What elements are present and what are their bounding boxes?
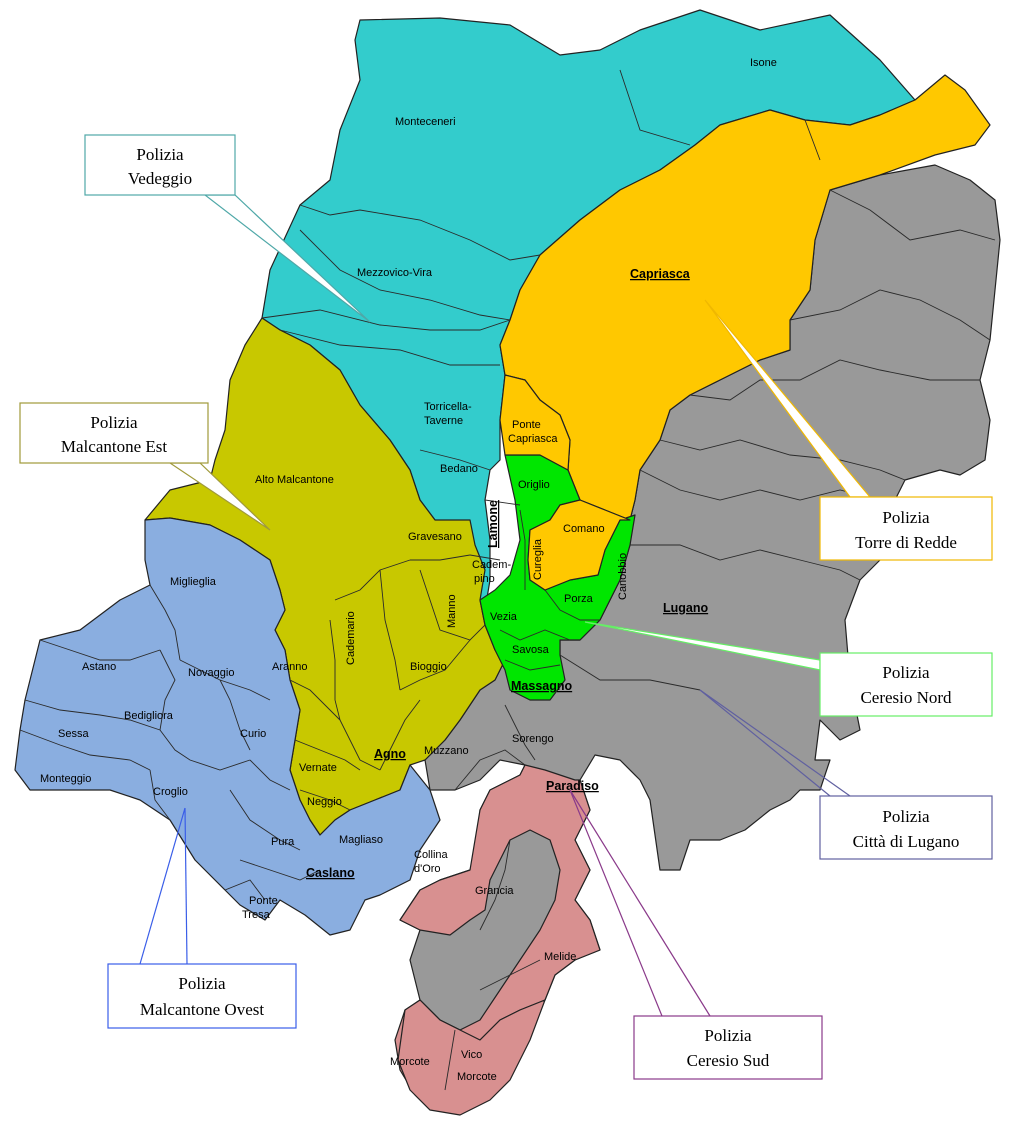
label-vico-1: Vico [461, 1049, 482, 1061]
callout-torre-line1: Polizia [882, 508, 930, 527]
callout-vedeggio-line1: Polizia [136, 145, 184, 164]
label-curio: Curio [240, 728, 266, 740]
label-vernate: Vernate [299, 762, 337, 774]
callout-lugano-line2: Città di Lugano [853, 832, 960, 851]
callout-ceresio-sud[interactable]: Polizia Ceresio Sud [569, 789, 823, 1080]
label-paradiso: Paradiso [546, 779, 599, 793]
label-gravesano: Gravesano [408, 531, 462, 543]
label-caslano: Caslano [306, 866, 355, 880]
label-origlio: Origlio [518, 479, 550, 491]
label-pura: Pura [271, 836, 295, 848]
callout-torre-di-redde[interactable]: Polizia Torre di Redde [704, 299, 993, 561]
label-aranno: Aranno [272, 661, 307, 673]
label-cademario: Cademario [345, 611, 357, 665]
callout-malcantone-ovest[interactable]: Polizia Malcantone Ovest [107, 807, 297, 1029]
callout-ceresio-sud-line2: Ceresio Sud [687, 1051, 770, 1070]
callout-torre-line2: Torre di Redde [855, 533, 957, 552]
label-melide: Melide [544, 951, 576, 963]
region-ceresio-sud-south[interactable] [397, 999, 546, 1116]
label-ponte-tresa-1: Ponte [249, 895, 278, 907]
label-torricella-2: Taverne [424, 415, 463, 427]
callout-vedeggio[interactable]: Polizia Vedeggio [84, 134, 371, 323]
label-capriasca: Capriasca [630, 267, 691, 281]
label-muzzano: Muzzano [424, 745, 469, 757]
callout-malcantone-est[interactable]: Polizia Malcantone Est [19, 402, 271, 531]
label-massagno: Massagno [511, 679, 572, 693]
label-ponte-tresa-2: Tresa [242, 909, 271, 921]
label-porza: Porza [564, 593, 594, 605]
label-manno: Manno [446, 594, 458, 628]
callout-ceresio-sud-line1: Polizia [704, 1026, 752, 1045]
region-torre-cureglia-comano[interactable] [527, 499, 631, 591]
label-isone: Isone [750, 57, 777, 69]
label-cadempino-2: pino [474, 573, 495, 585]
callout-malc-est-line2: Malcantone Est [61, 437, 167, 456]
callout-ceresio-nord-line1: Polizia [882, 663, 930, 682]
callout-ceresio-nord-line2: Ceresio Nord [860, 688, 952, 707]
label-ponte-capriasca-2: Capriasca [508, 433, 558, 445]
label-sorengo: Sorengo [512, 733, 554, 745]
region-torre-ponte-capriasca[interactable] [499, 374, 571, 471]
label-mezzovico-vira: Mezzovico-Vira [357, 267, 433, 279]
label-lugano: Lugano [663, 601, 708, 615]
label-bedano: Bedano [440, 463, 478, 475]
callout-citta-di-lugano[interactable]: Polizia Città di Lugano [699, 689, 993, 860]
label-monteceneri: Monteceneri [395, 116, 456, 128]
callout-malc-ovest-line2: Malcantone Ovest [140, 1000, 264, 1019]
label-collina-1: Collina [414, 849, 449, 861]
label-grancia: Grancia [475, 885, 514, 897]
region-torre-di-redde[interactable] [499, 74, 991, 521]
label-alto-malcantone: Alto Malcantone [255, 474, 334, 486]
label-monteggio: Monteggio [40, 773, 91, 785]
label-novaggio: Novaggio [188, 667, 234, 679]
label-torricella-1: Torricella- [424, 401, 472, 413]
label-cureglia: Cureglia [532, 538, 544, 580]
municipality-labels: Isone Monteceneri Mezzovico-Vira Caprias… [40, 57, 777, 1083]
label-collina-2: d'Oro [414, 863, 441, 875]
region-malcantone-ovest[interactable] [14, 517, 441, 936]
callout-lugano-line1: Polizia [882, 807, 930, 826]
label-ponte-capriasca-1: Ponte [512, 419, 541, 431]
label-lamone: Lamone [486, 500, 500, 548]
callout-malc-ovest-line1: Polizia [178, 974, 226, 993]
municipal-boundaries [19, 69, 996, 1091]
label-bioggio: Bioggio [410, 661, 447, 673]
label-magliaso: Magliaso [339, 834, 383, 846]
label-sessa: Sessa [58, 728, 89, 740]
label-agno: Agno [374, 747, 406, 761]
callout-ceresio-nord[interactable]: Polizia Ceresio Nord [584, 621, 993, 717]
label-morcote: Morcote [390, 1056, 430, 1068]
label-comano: Comano [563, 523, 605, 535]
label-vico-2: Morcote [457, 1071, 497, 1083]
label-canobbio: Canobbio [617, 553, 629, 600]
label-migliegia: Miglieglia [170, 576, 217, 588]
label-vezia: Vezia [490, 611, 518, 623]
label-cadempino-1: Cadem- [472, 559, 511, 571]
label-bedigliora: Bedigliora [124, 710, 174, 722]
callout-vedeggio-line2: Vedeggio [128, 169, 192, 188]
callout-malc-est-line1: Polizia [90, 413, 138, 432]
label-astano: Astano [82, 661, 116, 673]
label-neggio: Neggio [307, 796, 342, 808]
label-savosa: Savosa [512, 644, 550, 656]
label-croglio: Croglio [153, 786, 188, 798]
